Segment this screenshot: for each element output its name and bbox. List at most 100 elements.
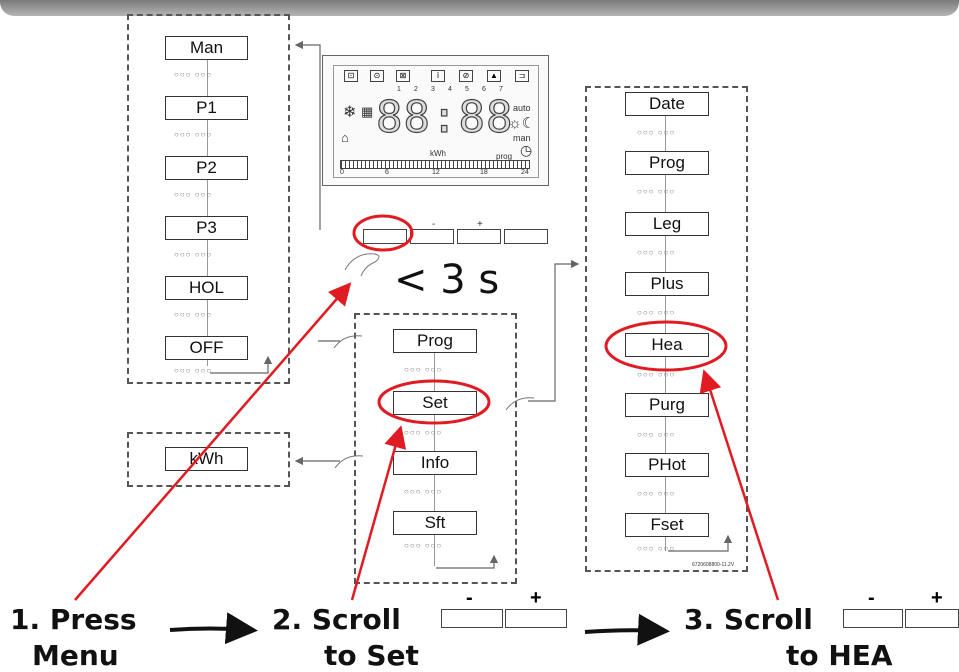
menu-item-man: Man <box>165 36 248 60</box>
flow-arrow-2 <box>584 613 670 646</box>
day-icon-2: ⊙ <box>370 70 384 82</box>
menu-button[interactable] <box>363 229 407 244</box>
set-indicator: ○○○ ○○○ <box>637 544 676 553</box>
day-icon-5: ⊘ <box>459 70 473 82</box>
submenu-item-prog: Prog <box>393 329 477 353</box>
menu-item-hol: HOL <box>165 276 248 300</box>
step3-label: 3. Scroll <box>684 603 813 636</box>
plus-label: + <box>477 219 483 230</box>
hand-icon-prog <box>333 335 363 349</box>
submenu-indicator: ○○○ ○○○ <box>404 541 443 550</box>
ok-button[interactable] <box>504 229 548 244</box>
menu-indicator: ○○○ ○○○ <box>174 190 213 199</box>
menu-item-p3: P3 <box>165 216 248 240</box>
lcd-screen <box>333 65 539 178</box>
day-number-4: 4 <box>448 86 452 93</box>
hand-icon-set <box>505 397 535 411</box>
day-icon-3: ⊠ <box>396 70 410 82</box>
step1-label: 1. Press <box>10 603 137 636</box>
highlight-menu-button <box>352 214 414 252</box>
menu-submenu-box <box>354 313 517 584</box>
figure-code: 6720608800-11.2V <box>692 562 735 568</box>
scale-tick-0: 0 <box>340 169 344 176</box>
menu-connector-line <box>207 56 208 366</box>
hand-icon-info <box>334 455 364 469</box>
set-indicator: ○○○ ○○○ <box>637 128 676 137</box>
step3-plus-symbol: + <box>931 587 943 609</box>
set-options-box <box>585 86 748 572</box>
day-number-3: 3 <box>431 86 435 93</box>
set-item-hea: Hea <box>625 333 709 357</box>
day-icon-1: ⊡ <box>344 70 358 82</box>
lcd-prog-label: prog <box>496 152 513 161</box>
day-icon-4: ⅰ <box>431 70 445 82</box>
set-indicator: ○○○ ○○○ <box>637 370 676 379</box>
flow-arrow-1 <box>169 612 258 645</box>
connector-set <box>528 259 580 402</box>
step2-plus-key <box>505 609 567 628</box>
set-item-purg: Purg <box>625 393 709 417</box>
clock-icon: ◷ <box>520 142 533 158</box>
day-icon-6: ▲ <box>487 70 501 82</box>
submenu-indicator: ○○○ ○○○ <box>404 365 443 374</box>
hand-icon-menu <box>344 253 380 277</box>
step3-minus-symbol: - <box>868 587 875 609</box>
step2-plus-symbol: + <box>530 587 542 609</box>
red-arrow-step2 <box>350 425 407 601</box>
scale-tick-6: 6 <box>385 169 389 176</box>
scale-tick-12: 12 <box>432 169 440 176</box>
day-icon-7: ⊐ <box>515 70 529 82</box>
sun-moon-icon: ☼☾ <box>508 115 536 132</box>
set-indicator: ○○○ ○○○ <box>637 308 676 317</box>
set-indicator: ○○○ ○○○ <box>637 187 676 196</box>
set-indicator: ○○○ ○○○ <box>637 248 676 257</box>
set-indicator: ○○○ ○○○ <box>637 430 676 439</box>
step2-minus-symbol: - <box>466 587 473 609</box>
menu-indicator: ○○○ ○○○ <box>174 250 213 259</box>
day-number-6: 6 <box>482 86 486 93</box>
day-number-7: 7 <box>499 86 503 93</box>
menu-item-p1: P1 <box>165 96 248 120</box>
highlight-set <box>377 379 491 425</box>
set-item-phot: PHot <box>625 453 709 477</box>
menu-indicator: ○○○ ○○○ <box>174 70 213 79</box>
submenu-item-sft: Sft <box>393 511 477 535</box>
set-indicator: ○○○ ○○○ <box>637 489 676 498</box>
set-item-leg: Leg <box>625 212 709 236</box>
step2-minus-key <box>441 609 503 628</box>
day-number-5: 5 <box>465 86 469 93</box>
menu-item-p2: P2 <box>165 156 248 180</box>
step3-minus-key <box>843 609 903 628</box>
submenu-indicator: ○○○ ○○○ <box>404 487 443 496</box>
plus-button[interactable] <box>457 229 501 244</box>
lcd-digits: 88:88 <box>375 91 514 143</box>
snowflake-icon: ❄ <box>343 104 357 121</box>
top-banner <box>0 0 959 16</box>
loop-arrow-set <box>668 534 733 552</box>
grid-icon: ▦ <box>361 104 374 119</box>
day-number-2: 2 <box>414 86 418 93</box>
lcd-man-label: man <box>513 133 531 143</box>
menu-options-box <box>127 14 290 384</box>
step2-sublabel: to Set <box>324 639 419 672</box>
set-item-fset: Fset <box>625 513 709 537</box>
step3-plus-key <box>905 609 959 628</box>
set-item-prog: Prog <box>625 151 709 175</box>
set-item-plus: Plus <box>625 272 709 296</box>
red-arrow-step3 <box>699 369 780 601</box>
step2-label: 2. Scroll <box>272 603 401 636</box>
submenu-item-set: Set <box>393 391 477 415</box>
step3-sublabel: to HEA <box>786 639 893 672</box>
time-scale-bar <box>340 160 530 169</box>
submenu-item-info: Info <box>393 451 477 475</box>
connector-menu <box>294 40 321 230</box>
menu-indicator: ○○○ ○○○ <box>174 310 213 319</box>
highlight-hea <box>604 320 728 372</box>
loop-arrow-menu <box>210 355 273 374</box>
info-result-box <box>127 432 290 487</box>
day-number-1: 1 <box>397 86 401 93</box>
step1-sublabel: Menu <box>32 639 119 672</box>
lcd-kwh-label: kWh <box>430 149 446 158</box>
menu-item-off: OFF <box>165 336 248 360</box>
